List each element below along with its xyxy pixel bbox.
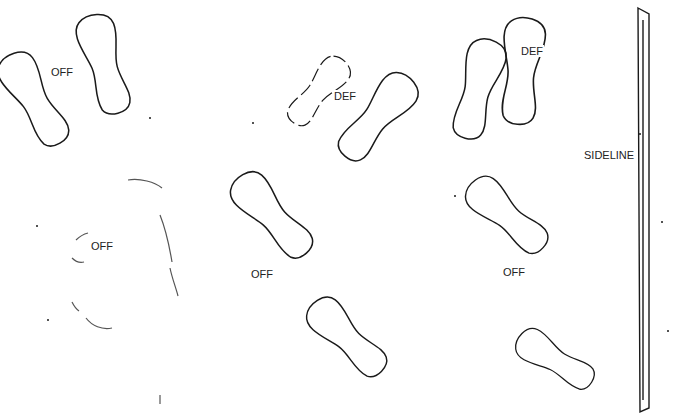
specks (36, 117, 669, 332)
sideline-label: SIDELINE (583, 149, 635, 161)
player-label: OFF (90, 240, 114, 252)
footprint (330, 66, 425, 169)
player-label: OFF (50, 66, 74, 78)
footprint (300, 291, 394, 385)
faint-footprint (72, 179, 178, 404)
player-label: OFF (250, 268, 274, 280)
player-label: DEF (333, 90, 357, 102)
footprint (0, 46, 77, 153)
footprint (510, 323, 600, 396)
footprint (72, 10, 136, 118)
player-label: DEF (520, 45, 544, 57)
footprint (224, 165, 321, 267)
player-label: OFF (502, 266, 526, 278)
footprint (497, 16, 547, 126)
footprint (446, 35, 510, 143)
sideline-bar (638, 8, 649, 412)
footprint (459, 170, 555, 262)
